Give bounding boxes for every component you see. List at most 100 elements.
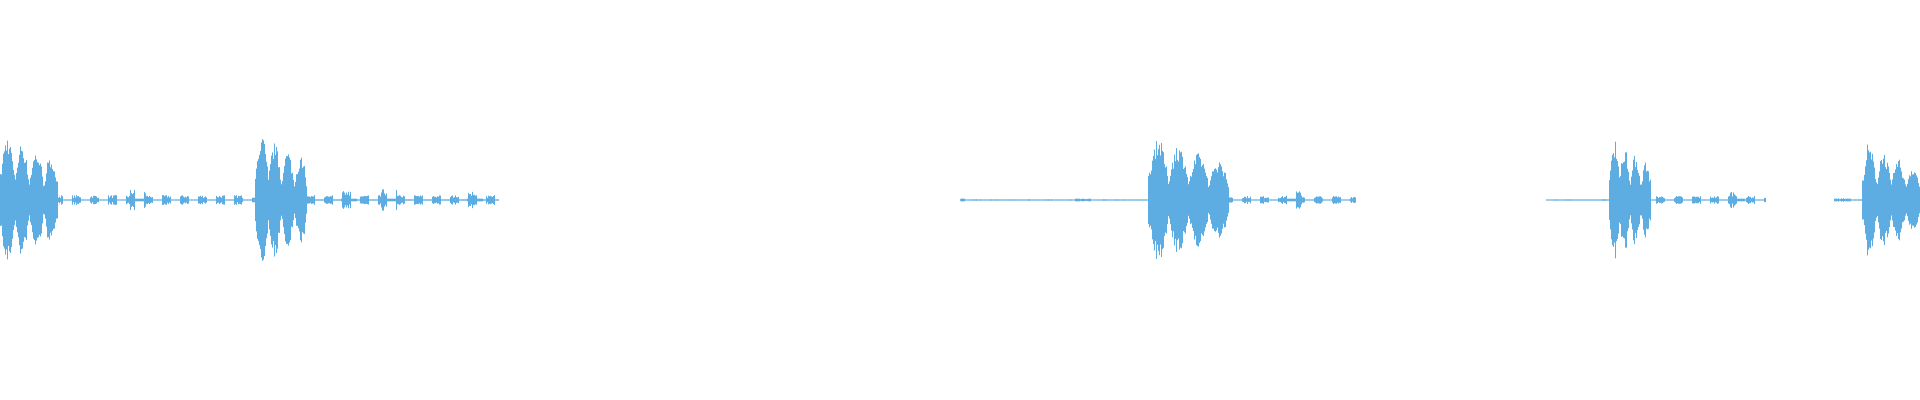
waveform-sample xyxy=(1084,198,1085,202)
waveform-sample xyxy=(136,198,137,202)
waveform-sample xyxy=(994,199,995,201)
waveform-sample xyxy=(973,199,974,201)
waveform-sample xyxy=(1282,195,1283,205)
waveform-sample xyxy=(184,197,185,203)
waveform-sample xyxy=(1565,199,1566,201)
waveform-sample xyxy=(357,199,358,201)
waveform-sample xyxy=(473,194,474,206)
waveform-sample xyxy=(1564,199,1565,201)
waveform-sample xyxy=(1097,199,1098,201)
waveform-sample xyxy=(437,197,438,203)
waveform-sample xyxy=(108,195,109,205)
waveform-sample xyxy=(1844,198,1845,202)
waveform-sample xyxy=(268,179,269,221)
waveform-sample xyxy=(60,198,61,202)
waveform-sample xyxy=(1156,141,1157,259)
waveform-sample xyxy=(1591,199,1592,201)
waveform-sample xyxy=(149,195,150,205)
waveform-sample xyxy=(1284,197,1285,203)
waveform-sample xyxy=(1638,173,1639,227)
waveform-sample xyxy=(1090,198,1091,202)
waveform-sample xyxy=(1701,199,1702,201)
waveform-sample xyxy=(51,164,52,236)
waveform-sample xyxy=(969,199,970,201)
waveform-sample xyxy=(1265,197,1266,203)
waveform-sample xyxy=(1572,199,1573,201)
waveform-sample xyxy=(1617,161,1618,239)
waveform-sample xyxy=(1317,196,1318,204)
waveform-sample xyxy=(347,194,348,206)
waveform-sample xyxy=(1850,198,1851,202)
waveform-sample xyxy=(231,199,232,201)
waveform-sample xyxy=(22,151,23,249)
waveform-sample xyxy=(26,160,27,240)
waveform-sample xyxy=(1855,199,1856,201)
waveform-sample xyxy=(193,199,194,201)
waveform-sample xyxy=(981,199,982,201)
waveform-sample xyxy=(1635,167,1636,233)
waveform-sample xyxy=(298,171,299,229)
waveform-sample xyxy=(1309,199,1310,201)
waveform-sample xyxy=(195,199,196,201)
waveform-sample xyxy=(1589,199,1590,201)
waveform-sample xyxy=(1148,176,1149,224)
waveform-sample xyxy=(95,195,96,205)
waveform-sample xyxy=(978,199,979,201)
waveform-sample xyxy=(1306,199,1307,201)
waveform-sample xyxy=(96,196,97,204)
waveform-sample xyxy=(1719,199,1720,201)
waveform-sample xyxy=(1574,199,1575,201)
waveform-sample xyxy=(1314,197,1315,203)
waveform-sample xyxy=(218,197,219,203)
waveform-sample xyxy=(970,199,971,201)
waveform-sample xyxy=(283,172,284,228)
waveform-sample xyxy=(496,199,497,201)
waveform-sample xyxy=(1709,199,1710,201)
waveform-sample xyxy=(1863,180,1864,220)
waveform-sample xyxy=(270,164,271,236)
waveform-sample xyxy=(292,172,293,228)
waveform-sample xyxy=(1096,199,1097,201)
waveform-sample xyxy=(215,199,216,201)
waveform-sample xyxy=(1760,199,1761,201)
waveform-sample xyxy=(1091,199,1092,201)
waveform-sample xyxy=(1000,199,1001,201)
waveform-sample xyxy=(1247,196,1248,204)
waveform-sample xyxy=(1060,199,1061,201)
waveform-sample xyxy=(366,197,367,203)
waveform-sample xyxy=(133,193,134,207)
waveform-sample xyxy=(1586,199,1587,201)
waveform-sample xyxy=(255,178,256,222)
waveform-sample xyxy=(1323,199,1324,201)
waveform-sample xyxy=(143,198,144,202)
waveform-sample xyxy=(48,162,49,238)
waveform-sample xyxy=(1321,197,1322,203)
waveform-sample xyxy=(244,199,245,201)
waveform-sample xyxy=(1753,197,1754,203)
waveform-sample xyxy=(102,199,103,201)
waveform-sample xyxy=(1625,152,1626,248)
waveform-sample xyxy=(124,199,125,201)
waveform-sample xyxy=(1637,169,1638,231)
waveform-sample xyxy=(24,162,25,238)
waveform-sample xyxy=(1032,199,1033,201)
waveform-sample xyxy=(1036,199,1037,201)
waveform-sample xyxy=(301,157,302,243)
waveform-sample xyxy=(1109,199,1110,201)
waveform-sample xyxy=(1882,163,1883,237)
waveform-sample xyxy=(1551,199,1552,201)
waveform-sample xyxy=(1301,195,1302,205)
waveform-sample xyxy=(72,195,73,205)
waveform-sample xyxy=(1704,199,1705,201)
waveform-sample xyxy=(1693,196,1694,204)
waveform-sample xyxy=(1738,198,1739,202)
waveform-sample xyxy=(1348,199,1349,201)
waveform-sample xyxy=(1558,199,1559,201)
waveform-sample xyxy=(361,196,362,204)
waveform-sample xyxy=(1917,177,1918,223)
waveform-sample xyxy=(1065,199,1066,201)
waveform-sample xyxy=(264,143,265,257)
waveform-sample xyxy=(131,193,132,207)
waveform-sample xyxy=(282,180,283,220)
waveform-sample xyxy=(256,168,257,232)
